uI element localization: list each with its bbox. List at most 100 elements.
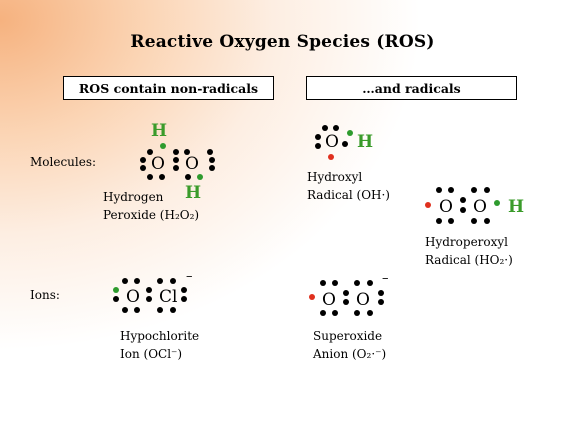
electron: [471, 218, 477, 224]
electron: [333, 125, 339, 131]
hydrogen-label: H: [151, 121, 167, 141]
oxygen-label: O: [439, 197, 453, 217]
non-radicals-box: ROS contain non-radicals: [63, 76, 274, 100]
chlorine-label: Cl: [159, 287, 177, 307]
shared-electron: [197, 174, 203, 180]
electron: [157, 307, 163, 313]
caption-line: Hydroxyl: [307, 170, 363, 184]
electron: [354, 310, 360, 316]
caption-line: Superoxide: [313, 329, 383, 343]
oxygen-label: O: [126, 287, 140, 307]
radicals-label: …and radicals: [362, 80, 461, 96]
oxygen-label: O: [325, 132, 339, 152]
unpaired-electron: [425, 202, 431, 208]
unpaired-electron: [328, 154, 334, 160]
hydrogen-peroxide-structure: H O O H: [140, 121, 215, 203]
electron: [140, 165, 146, 171]
caption-line: Hydroperoxyl: [425, 235, 509, 249]
oxygen-label: O: [356, 290, 370, 310]
electron: [209, 157, 215, 163]
electron: [320, 280, 326, 286]
electron: [157, 278, 163, 284]
electron: [134, 278, 140, 284]
oxygen-label: O: [151, 154, 165, 174]
shared-electron: [113, 287, 119, 293]
electron: [332, 310, 338, 316]
electron: [448, 218, 454, 224]
hydrogen-label: H: [185, 183, 201, 203]
electron: [185, 174, 191, 180]
electron: [471, 187, 477, 193]
electron: [159, 174, 165, 180]
oxygen-label: O: [185, 154, 199, 174]
electron: [343, 299, 349, 305]
electron: [173, 149, 179, 155]
page-title: Reactive Oxygen Species (ROS): [130, 32, 435, 52]
electron: [147, 149, 153, 155]
electron: [146, 287, 152, 293]
negative-charge: –: [186, 269, 193, 284]
electron: [113, 296, 119, 302]
electron: [207, 149, 213, 155]
electron: [367, 310, 373, 316]
radicals-box: …and radicals: [306, 76, 517, 100]
electron: [484, 187, 490, 193]
electron: [173, 157, 179, 163]
electron: [173, 165, 179, 171]
caption-hypochlorite: Hypochlorite Ion (OCl⁻): [120, 327, 199, 363]
caption-line: Hydrogen: [103, 190, 164, 204]
electron: [147, 174, 153, 180]
electron: [354, 280, 360, 286]
electron: [342, 141, 348, 147]
electron: [146, 296, 152, 302]
electron: [134, 307, 140, 313]
electron: [322, 125, 328, 131]
superoxide-structure: O O –: [309, 271, 389, 316]
caption-line: Radical (HO₂·): [425, 253, 513, 267]
electron: [209, 165, 215, 171]
electron: [184, 149, 190, 155]
electron: [460, 207, 466, 213]
hydrogen-label: H: [508, 197, 524, 217]
hydroxyl-structure: O H: [315, 125, 373, 160]
shared-electron: [494, 200, 500, 206]
electron: [181, 287, 187, 293]
caption-superoxide: Superoxide Anion (O₂·⁻): [313, 327, 386, 363]
caption-hydroxyl: Hydroxyl Radical (OH·): [307, 168, 390, 204]
electron: [122, 278, 128, 284]
electron: [448, 187, 454, 193]
electron: [122, 307, 128, 313]
hypochlorite-structure: O Cl –: [113, 269, 193, 313]
electron: [460, 197, 466, 203]
caption-line: Ion (OCl⁻): [120, 347, 183, 361]
oxygen-label: O: [322, 290, 336, 310]
electron: [140, 157, 146, 163]
row-label-molecules: Molecules:: [30, 155, 97, 169]
electron: [378, 299, 384, 305]
caption-hydrogen-peroxide: Hydrogen Peroxide (H₂O₂): [103, 188, 199, 224]
caption-line: Hypochlorite: [120, 329, 200, 343]
non-radicals-label: ROS contain non-radicals: [78, 80, 259, 96]
electron: [315, 134, 321, 140]
electron: [320, 310, 326, 316]
electron: [181, 296, 187, 302]
hydrogen-label: H: [357, 132, 373, 152]
electron: [170, 278, 176, 284]
electron: [436, 187, 442, 193]
shared-electron: [160, 143, 166, 149]
oxygen-label: O: [473, 197, 487, 217]
electron: [378, 290, 384, 296]
electron: [315, 143, 321, 149]
electron: [367, 280, 373, 286]
caption-line: Radical (OH·): [307, 188, 390, 202]
caption-line: Peroxide (H₂O₂): [103, 208, 200, 222]
hydroperoxyl-structure: O O H: [425, 187, 524, 224]
negative-charge: –: [382, 271, 389, 286]
caption-line: Anion (O₂·⁻): [313, 347, 387, 361]
caption-hydroperoxyl: Hydroperoxyl Radical (HO₂·): [425, 233, 513, 269]
unpaired-electron: [309, 294, 315, 300]
electron: [170, 307, 176, 313]
shared-electron: [347, 130, 353, 136]
electron: [436, 218, 442, 224]
